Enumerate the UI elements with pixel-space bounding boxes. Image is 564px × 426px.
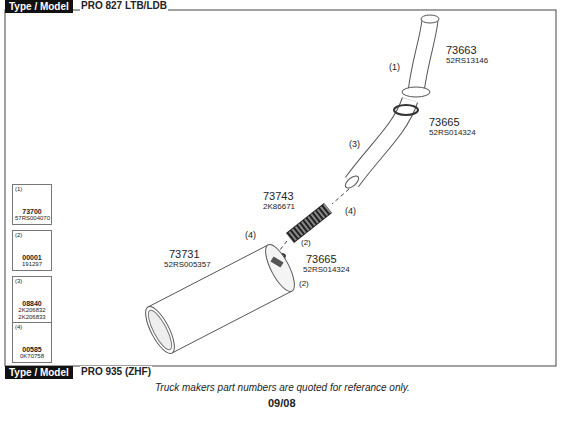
- pipe-end: [421, 15, 439, 23]
- oem-number: 52RS13146: [445, 57, 489, 66]
- page-number: 09/08: [267, 397, 297, 409]
- muffler-end: [260, 241, 300, 295]
- flange: [402, 87, 430, 97]
- part-number: 73665: [428, 116, 461, 128]
- model-heading: Type / Model: [9, 1, 69, 12]
- callout-number: (4): [15, 324, 49, 331]
- part-number: 73743: [262, 190, 295, 202]
- oem-number: 57RS004070: [15, 215, 49, 222]
- kit-box: (1) 7370057RS004070: [12, 184, 52, 225]
- oem-number: 52RS014324: [302, 266, 351, 275]
- model-bar: Type / Model: [5, 0, 73, 13]
- callout-number: (1): [388, 63, 401, 73]
- oem-number: 191297: [15, 261, 49, 268]
- callout-number: (4): [344, 207, 357, 217]
- part-number: 08840: [15, 300, 49, 308]
- pipe-fill: [416, 20, 430, 92]
- oem-number: 2K206833: [15, 314, 49, 321]
- part-number: 73665: [305, 253, 338, 265]
- part-number: 73731: [168, 248, 201, 260]
- model-name: PRO 935 (ZHF): [80, 366, 152, 377]
- part-number: 73700: [15, 208, 49, 216]
- caption: Truck makers part numbers are quoted for…: [154, 382, 411, 393]
- inlet-stub: [272, 259, 282, 265]
- oem-number: 2K206832: [15, 307, 49, 314]
- oem-number: 52RS005357: [163, 261, 212, 270]
- kit-box: (4) 005850K70758: [12, 322, 52, 363]
- clamp: [394, 105, 418, 115]
- model-heading: Type / Model: [9, 367, 69, 378]
- model-bar: Type / Model: [5, 366, 73, 379]
- callout-number: (1): [15, 186, 49, 193]
- part-number: 00001: [15, 254, 49, 262]
- flex-hose-rings: [290, 208, 328, 238]
- callout-number: (2): [300, 239, 312, 248]
- callout-number: (2): [298, 280, 310, 289]
- part-number: 00585: [15, 346, 49, 354]
- tail-end: [140, 303, 180, 357]
- oem-number: 52RS014324: [428, 129, 477, 138]
- pipe-outline: [416, 20, 430, 92]
- pipe-end: [343, 174, 360, 190]
- part-number: 73663: [445, 44, 478, 56]
- callout-number: (4): [244, 231, 257, 241]
- frame: [5, 10, 556, 366]
- assembly-line: [332, 189, 349, 204]
- model-name: PRO 827 LTB/LDB: [80, 0, 168, 11]
- callout-number: (3): [348, 140, 361, 150]
- tail-opening: [144, 307, 176, 352]
- callout-number: (2): [15, 232, 49, 239]
- oem-number: 2K86671: [262, 203, 296, 212]
- kit-box: (3) 088402K2068322K206833: [12, 276, 52, 323]
- oem-number: 0K70758: [15, 353, 49, 360]
- flex-hose: [290, 208, 328, 238]
- callout-number: (3): [15, 278, 49, 285]
- kit-box: (2) 00001191297: [12, 230, 52, 271]
